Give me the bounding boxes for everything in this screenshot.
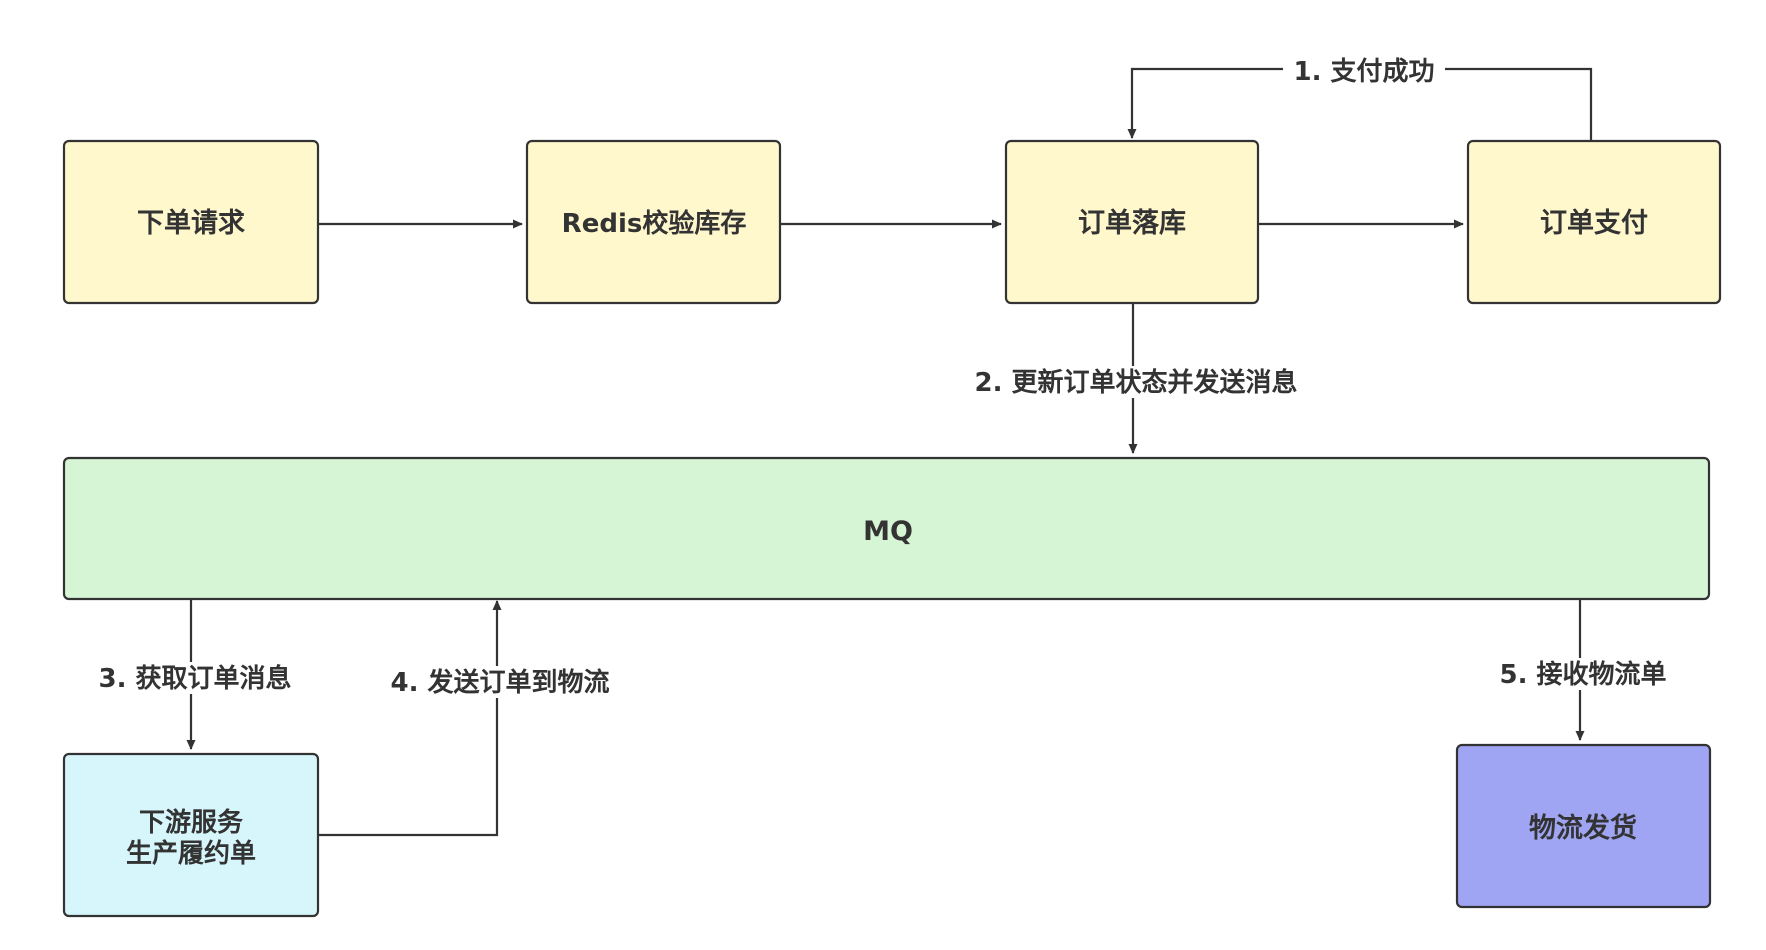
node-order-payment-label: 订单支付 [1540, 208, 1648, 239]
node-order-request: 下单请求 [62, 139, 320, 305]
node-downstream-service-line-1: 下游服务 [139, 808, 243, 838]
edge-label-bg-get-order-msg [82, 662, 308, 694]
edge-label-bg-send-to-logistics [372, 666, 628, 698]
node-mq: MQ [62, 456, 1711, 601]
node-redis-check-label: Redis校验库存 [562, 208, 747, 239]
node-order-payment-box [1466, 139, 1722, 305]
edge-label-bg-receive-logistics [1488, 658, 1678, 690]
edge-label-pay-success: 1. 支付成功 [1293, 57, 1434, 87]
node-mq-box [62, 456, 1711, 601]
edge-label-bg-pay-success [1283, 56, 1445, 84]
edge-label-bg-update-status [948, 366, 1324, 398]
edge-label-receive-logistics: 5. 接收物流单 [1499, 660, 1666, 690]
node-order-persist-box [1004, 139, 1260, 305]
node-logistics-ship-label: 物流发货 [1529, 812, 1637, 844]
node-order-request-box [62, 139, 320, 305]
node-order-persist: 订单落库 [1004, 139, 1260, 305]
node-downstream-service-box [62, 752, 320, 918]
edge-label-update-status: 2. 更新订单状态并发送消息 [974, 367, 1297, 398]
node-downstream-service: 下游服务 生产履约单 [62, 752, 320, 918]
node-order-request-label: 下单请求 [137, 208, 245, 239]
node-order-persist-label: 订单落库 [1078, 208, 1186, 239]
node-logistics-ship: 物流发货 [1455, 743, 1712, 909]
edge-downstream-to-mq [318, 600, 502, 837]
node-redis-check: Redis校验库存 [525, 139, 782, 305]
node-order-payment: 订单支付 [1466, 139, 1722, 305]
edge-label-send-to-logistics: 4. 发送订单到物流 [390, 667, 609, 698]
node-downstream-service-line-2: 生产履约单 [126, 838, 256, 869]
node-redis-check-box [525, 139, 782, 305]
node-logistics-ship-box [1455, 743, 1712, 909]
node-mq-label: MQ [863, 516, 913, 547]
edge-label-get-order-msg: 3. 获取订单消息 [98, 663, 291, 694]
